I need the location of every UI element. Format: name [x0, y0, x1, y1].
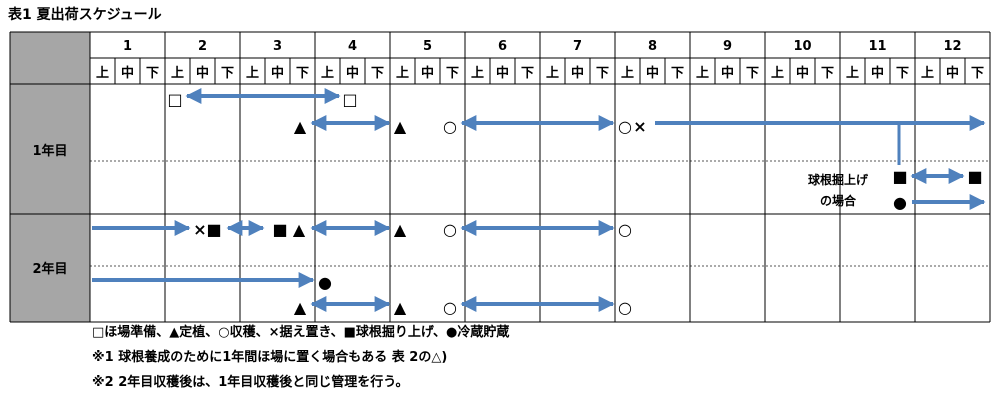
month-label: 6 [498, 39, 507, 54]
month-label: 7 [573, 39, 582, 54]
period-label: 上 [696, 66, 709, 81]
harvest-marker: ○ [618, 117, 632, 136]
legend-notes: □ほ場準備、▲定植、○収穫、×据え置き、■球根掘り上げ、●冷蔵貯蔵 ※1 球根養… [92, 320, 509, 395]
planting-marker: ▲ [394, 220, 407, 239]
note-legend: □ほ場準備、▲定植、○収穫、×据え置き、■球根掘り上げ、●冷蔵貯蔵 [92, 325, 510, 340]
month-label: 9 [723, 39, 732, 54]
period-label: 中 [121, 65, 134, 81]
harvest-marker: ○ [443, 117, 457, 136]
period-label: 上 [471, 66, 484, 81]
month-label: 2 [198, 39, 207, 54]
period-label: 下 [671, 66, 684, 81]
month-label: 11 [868, 39, 886, 54]
planting-marker: ▲ [294, 298, 307, 317]
period-label: 下 [596, 66, 609, 81]
row-label-year2: 2年目 [32, 261, 67, 277]
month-label: 3 [273, 39, 282, 54]
note-2: ※2 2年目収穫後は、1年目収穫後と同じ管理を行う。 [92, 375, 409, 390]
row-label-year1: 1年目 [32, 143, 67, 159]
table-title: 表1 夏出荷スケジュール [8, 7, 162, 23]
harvest-marker: ○ [443, 298, 457, 317]
planting-marker: ▲ [394, 298, 407, 317]
grid-lines [9, 31, 991, 323]
harvest-marker: ○ [443, 220, 457, 239]
field-prep-marker: □ [342, 90, 357, 109]
period-label: 中 [271, 65, 284, 81]
note-1: ※1 球根養成のために1年間ほ場に置く場合もある 表 2の△) [92, 350, 448, 365]
harvest-marker: ○ [618, 220, 632, 239]
period-label: 中 [796, 65, 809, 81]
month-label: 8 [648, 39, 657, 54]
period-label: 中 [571, 65, 584, 81]
month-label: 4 [348, 39, 357, 54]
period-label: 中 [421, 65, 434, 81]
cold-storage-marker: ● [893, 193, 907, 212]
period-label: 上 [321, 66, 334, 81]
month-headers: 1上中下2上中下3上中下4上中下5上中下6上中下7上中下8上中下9上中下10上中… [96, 39, 984, 81]
harvest-marker: ○ [618, 298, 632, 317]
period-label: 上 [621, 66, 634, 81]
planting-marker: ▲ [294, 117, 307, 136]
row-header-year2 [10, 214, 90, 322]
period-label: 上 [96, 66, 109, 81]
period-label: 上 [171, 66, 184, 81]
period-label: 下 [821, 66, 834, 81]
period-label: 中 [946, 65, 959, 81]
period-label: 下 [746, 66, 759, 81]
period-label: 下 [446, 66, 459, 81]
period-label: 中 [721, 65, 734, 81]
period-label: 中 [646, 65, 659, 81]
field-prep-marker: □ [167, 90, 182, 109]
period-label: 下 [971, 66, 984, 81]
month-label: 5 [423, 39, 432, 54]
period-label: 下 [146, 66, 159, 81]
period-label: 上 [396, 66, 409, 81]
period-label: 下 [296, 66, 309, 81]
period-label: 下 [221, 66, 234, 81]
month-label: 10 [793, 39, 811, 54]
schedule-marks: □□▲▲○○×■■●×■■▲▲○○●▲▲○○ [92, 88, 986, 317]
period-label: 中 [196, 65, 209, 81]
bulb-lift-marker: ■ [892, 167, 907, 186]
period-label: 上 [246, 66, 259, 81]
annotation-line1: 球根掘上げ [808, 172, 869, 187]
planting-marker: ▲ [394, 117, 407, 136]
period-label: 中 [871, 65, 884, 81]
month-label: 12 [943, 39, 961, 54]
bulb-lift-marker: ■ [206, 220, 221, 239]
row-header-year1 [10, 84, 90, 214]
leave-in-field-marker: × [193, 220, 206, 239]
month-label: 1 [123, 39, 132, 54]
period-label: 中 [496, 65, 509, 81]
period-label: 上 [921, 66, 934, 81]
header-corner [10, 32, 90, 84]
bulb-lift-marker: ■ [967, 167, 982, 186]
period-label: 上 [846, 66, 859, 81]
period-label: 上 [546, 66, 559, 81]
period-label: 下 [896, 66, 909, 81]
period-label: 下 [521, 66, 534, 81]
bulb-lift-marker: ■ [272, 220, 287, 239]
annotation-line2: の場合 [820, 193, 857, 208]
leave-in-field-marker: × [633, 117, 646, 136]
period-label: 上 [771, 66, 784, 81]
cold-storage-marker: ● [318, 273, 332, 292]
period-label: 下 [371, 66, 384, 81]
period-label: 中 [346, 65, 359, 81]
planting-marker: ▲ [293, 220, 306, 239]
